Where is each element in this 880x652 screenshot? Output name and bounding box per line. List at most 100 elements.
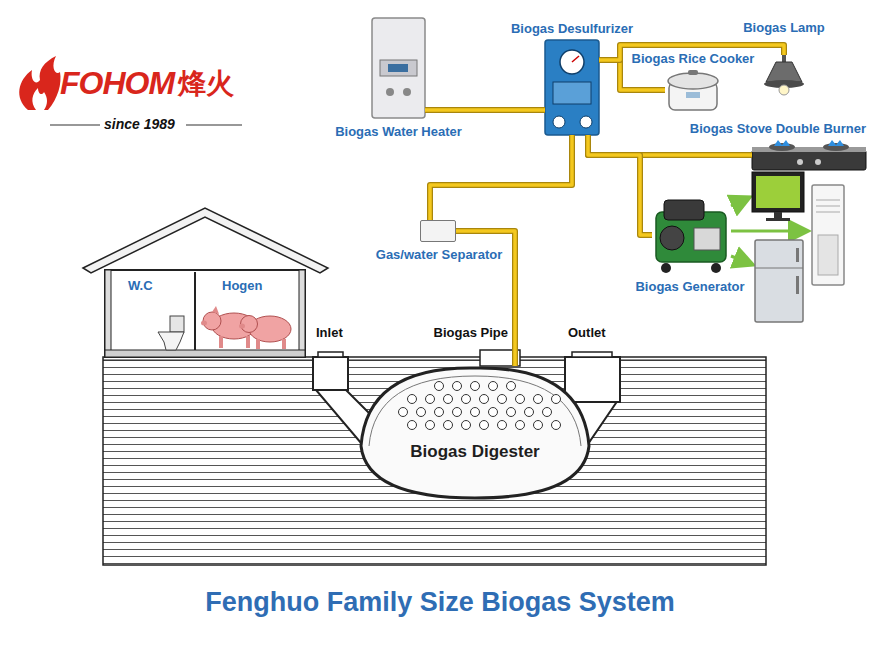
gas-water-separator: Gas/water Separator: [420, 220, 456, 242]
desulfurizer-drawing: [560, 50, 584, 74]
tv-drawing: [774, 212, 782, 218]
house: [299, 270, 305, 357]
air-conditioner-drawing: [816, 200, 840, 201]
tv-drawing: [752, 172, 804, 212]
room-label: W.C: [128, 278, 153, 293]
stove-drawing: [752, 140, 866, 170]
generator-drawing: [656, 200, 726, 273]
air-conditioner-drawing: [816, 212, 840, 213]
gas-bubble: [480, 395, 489, 404]
lamp-drawing: [764, 55, 804, 95]
house: [105, 350, 305, 357]
pig: [239, 324, 245, 329]
digester-shape: [357, 366, 593, 500]
gas-bubble: [516, 395, 525, 404]
pig: [256, 339, 260, 349]
water-heater-drawing: [372, 18, 425, 118]
generator-drawing: [660, 226, 684, 250]
ground: [103, 360, 766, 361]
gas-bubble: [444, 421, 453, 430]
digester-inner-line: [369, 376, 581, 446]
outlet-chamber: [572, 352, 612, 357]
gas-pipe: [430, 135, 572, 220]
stove-drawing: [752, 147, 866, 152]
gas-bubble: [462, 421, 471, 430]
tv-drawing: [766, 218, 790, 221]
gas-bubble: [408, 421, 417, 430]
brand-flame: [19, 56, 60, 110]
house: [83, 208, 328, 273]
room-label: Hogen: [222, 278, 262, 293]
gas-bubble: [516, 421, 525, 430]
lamp-drawing: [779, 85, 789, 95]
gas-bubble: [408, 395, 417, 404]
brand-flame: [19, 56, 60, 110]
brand-rule: [186, 124, 242, 125]
rice-cooker-drawing: [688, 70, 698, 75]
gas-bubble: [426, 395, 435, 404]
gas-pipe: [425, 110, 545, 111]
water-heater-drawing: [386, 88, 394, 96]
outlet-label: Outlet: [568, 325, 606, 340]
toilet: [158, 332, 184, 350]
gas-bubble: [453, 382, 462, 391]
stove-drawing: [752, 150, 866, 170]
water-heater-drawing: [372, 18, 425, 118]
stove-drawing: [774, 140, 790, 146]
tv-drawing: [752, 172, 804, 221]
toilet: [170, 316, 184, 332]
gas-bubble: [543, 408, 552, 417]
pig: [239, 316, 291, 350]
gas-bubble: [435, 382, 444, 391]
toilet: [158, 316, 184, 350]
node-label: Biogas Desulfurizer: [511, 21, 633, 36]
gas-pipe-outline: [588, 135, 652, 235]
water-heater-drawing: [388, 64, 408, 72]
desulfurizer-drawing: [545, 40, 599, 135]
water-heater-drawing: [403, 88, 411, 96]
rice-cooker-drawing: [668, 73, 718, 89]
gas-bubble: [498, 421, 507, 430]
water-heater: Biogas Water Heater: [372, 18, 425, 118]
power-arrow: [731, 198, 748, 206]
air-conditioner-drawing: [812, 185, 844, 285]
lamp-drawing: [766, 62, 802, 82]
stove-drawing: [815, 159, 821, 165]
gas-bubble: [552, 395, 561, 404]
inlet-label: Inlet: [316, 325, 343, 340]
desulfurizer-drawing: [580, 116, 592, 128]
house: [105, 270, 305, 357]
air-conditioner-drawing: [816, 206, 840, 207]
gas-pipe-outline: [430, 135, 572, 220]
fridge-drawing: [796, 248, 799, 262]
house: [105, 270, 111, 357]
gas-bubble: [444, 395, 453, 404]
gas-bubble: [507, 382, 516, 391]
stove-drawing: [797, 159, 803, 165]
node-label: Biogas Lamp: [743, 20, 825, 35]
gas-bubble: [507, 408, 516, 417]
gas-bubble: [471, 408, 480, 417]
gas-bubble: [426, 421, 435, 430]
stove-drawing: [769, 143, 795, 151]
fridge-drawing: [796, 276, 799, 294]
node-label: Biogas Generator: [635, 279, 744, 294]
outlet-chamber: [565, 357, 620, 402]
gas-bubble: [480, 421, 489, 430]
gas-pipe-line: [588, 135, 652, 235]
fridge-drawing: [755, 240, 803, 322]
brand-flame: [32, 88, 47, 110]
biogas-digester: Biogas Digester: [357, 366, 593, 500]
gas-bubble: [552, 421, 561, 430]
node-label: Biogas Water Heater: [335, 124, 462, 139]
gas-bubble: [534, 395, 543, 404]
gas-pipe-outline: [425, 107, 545, 113]
gas-bubble: [489, 408, 498, 417]
gas-bubble: [498, 395, 507, 404]
ground: [103, 357, 766, 565]
generator-drawing: [711, 263, 721, 273]
rice-cooker-drawing: [668, 70, 718, 110]
pig: [219, 336, 223, 348]
brand-name-chinese: 烽火: [178, 67, 234, 101]
